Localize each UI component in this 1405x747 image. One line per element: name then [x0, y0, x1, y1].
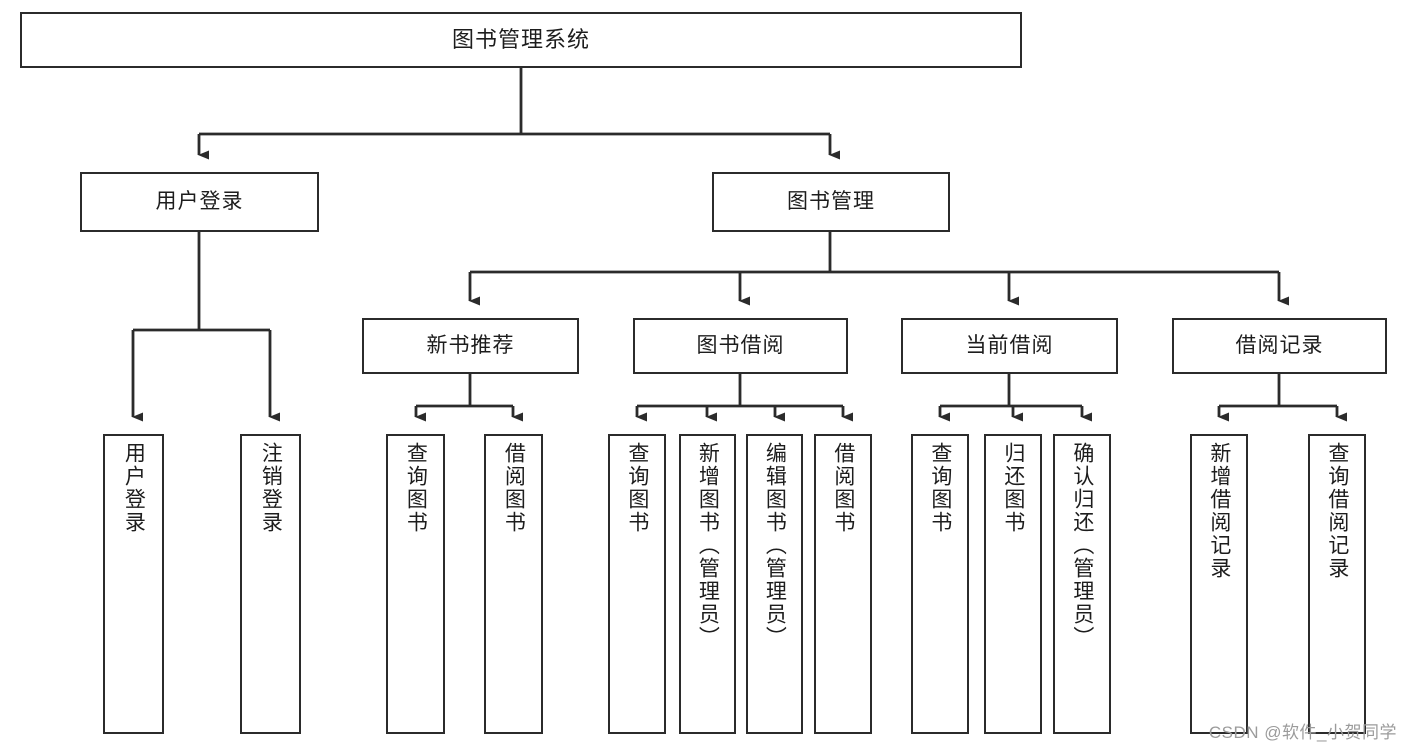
leaf-label: 查询图书	[928, 442, 952, 534]
node-current-borrow-label: 当前借阅	[965, 334, 1054, 358]
node-user-login[interactable]: 用户登录	[80, 172, 319, 232]
leaf-confirm-return-admin[interactable]: 确认归还（管理员）	[1053, 434, 1111, 734]
leaf-label: 借阅图书	[502, 442, 526, 534]
leaf-add-book-admin[interactable]: 新增图书（管理员）	[679, 434, 736, 734]
leaf-add-borrow-record[interactable]: 新增借阅记录	[1190, 434, 1248, 734]
node-borrow-record-label: 借阅记录	[1235, 334, 1324, 358]
leaf-label: 查询图书	[404, 442, 428, 534]
leaf-label: 新增图书（管理员）	[696, 442, 720, 649]
node-new-book-recommend-label: 新书推荐	[426, 334, 515, 358]
node-book-borrow[interactable]: 图书借阅	[633, 318, 848, 374]
node-root-system[interactable]: 图书管理系统	[20, 12, 1022, 68]
leaf-borrow-book-newbook[interactable]: 借阅图书	[484, 434, 543, 734]
leaf-label: 查询图书	[625, 442, 649, 534]
node-borrow-record[interactable]: 借阅记录	[1172, 318, 1387, 374]
leaf-query-book-newbook[interactable]: 查询图书	[386, 434, 445, 734]
leaf-label: 归还图书	[1001, 442, 1025, 534]
leaf-edit-book-admin[interactable]: 编辑图书（管理员）	[746, 434, 803, 734]
node-book-borrow-label: 图书借阅	[696, 334, 785, 358]
leaf-label: 注销登录	[259, 442, 283, 534]
leaf-label: 新增借阅记录	[1207, 442, 1231, 580]
leaf-return-book[interactable]: 归还图书	[984, 434, 1042, 734]
leaf-query-borrow-record[interactable]: 查询借阅记录	[1308, 434, 1366, 734]
leaf-label: 用户登录	[122, 442, 146, 534]
leaf-query-book-current[interactable]: 查询图书	[911, 434, 969, 734]
leaf-user-login[interactable]: 用户登录	[103, 434, 164, 734]
node-current-borrow[interactable]: 当前借阅	[901, 318, 1118, 374]
leaf-label: 查询借阅记录	[1325, 442, 1349, 580]
leaf-label: 编辑图书（管理员）	[763, 442, 787, 649]
leaf-logout[interactable]: 注销登录	[240, 434, 301, 734]
leaf-label: 确认归还（管理员）	[1070, 442, 1094, 649]
node-root-label: 图书管理系统	[451, 26, 590, 52]
node-book-management[interactable]: 图书管理	[712, 172, 950, 232]
leaf-label: 借阅图书	[831, 442, 855, 534]
node-book-management-label: 图书管理	[787, 190, 875, 214]
watermark-credit: CSDN @软件_小贺同学	[1208, 723, 1397, 742]
node-user-login-label: 用户登录	[155, 190, 244, 214]
leaf-query-book-borrow[interactable]: 查询图书	[608, 434, 666, 734]
leaf-borrow-book[interactable]: 借阅图书	[814, 434, 872, 734]
node-new-book-recommend[interactable]: 新书推荐	[362, 318, 579, 374]
